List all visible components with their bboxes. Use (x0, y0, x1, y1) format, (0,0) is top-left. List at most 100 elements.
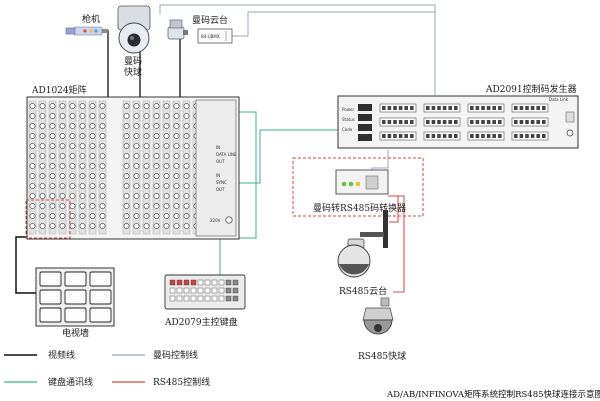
legend: 视频线 曼码控制线 键盘通讯线 RS485控制线 (4, 349, 210, 388)
matrix-port (79, 183, 86, 189)
svg-text:Power: Power (342, 107, 354, 112)
matrix-port (143, 103, 150, 109)
matrix-port (39, 123, 46, 129)
matrix-port (173, 113, 180, 119)
svg-text:B4-UBMX: B4-UBMX (201, 34, 220, 39)
tv-screens (39, 271, 112, 323)
matrix-port (123, 203, 130, 209)
generator-label: AD2091控制码发生器 (485, 83, 577, 95)
matrix-port (79, 193, 86, 199)
matrix-port (153, 223, 160, 229)
matrix-port (49, 223, 56, 229)
matrix-port (183, 193, 190, 199)
matrix-port (59, 203, 66, 209)
matrix-port (79, 163, 86, 169)
matrix-port (29, 173, 36, 179)
matrix-port (133, 223, 140, 229)
matrix-port (143, 133, 150, 139)
matrix-port (99, 153, 106, 159)
matrix-port (153, 173, 160, 179)
matrix-power-switch (225, 216, 233, 224)
matrix-port (59, 213, 66, 219)
matrix-port (39, 133, 46, 139)
matrix-port (183, 173, 190, 179)
matrix-port (89, 133, 96, 139)
code-line-ptz (232, 11, 435, 37)
matrix-port (153, 163, 160, 169)
keyboard-line-generator (234, 129, 340, 184)
matrix-port (39, 143, 46, 149)
matrix-port (133, 183, 140, 189)
matrix-port (99, 163, 106, 169)
tv-screen (39, 307, 62, 323)
matrix-port (163, 223, 170, 229)
matrix-port (99, 133, 106, 139)
matrix-port (153, 213, 160, 219)
matrix-port (69, 183, 76, 189)
matrix-port (69, 123, 76, 129)
converter-label: 曼码转RS485码转换器 (313, 202, 406, 214)
matrix-port (49, 183, 56, 189)
matrix-port (163, 163, 170, 169)
speed-dome-camera-icon (117, 5, 151, 54)
matrix-port (143, 213, 150, 219)
matrix-port (69, 203, 76, 209)
matrix-port (99, 113, 106, 119)
matrix-port (183, 213, 190, 219)
matrix-label: AD1024矩阵 (31, 84, 87, 96)
matrix-port (89, 203, 96, 209)
matrix-port (29, 103, 36, 109)
svg-text:OUT: OUT (216, 187, 225, 192)
matrix-port (153, 123, 160, 129)
matrix-port (163, 153, 170, 159)
matrix-port (59, 123, 66, 129)
matrix-port (133, 163, 140, 169)
matrix-port (49, 103, 56, 109)
matrix-port (29, 113, 36, 119)
matrix-port (89, 153, 96, 159)
matrix-port (79, 133, 86, 139)
matrix-port (39, 213, 46, 219)
matrix-port (29, 133, 36, 139)
matrix-port (89, 183, 96, 189)
matrix-port (123, 163, 130, 169)
svg-text:IN: IN (216, 145, 220, 150)
matrix-port (183, 153, 190, 159)
matrix-port (59, 183, 66, 189)
matrix-port (79, 203, 86, 209)
matrix-port (59, 173, 66, 179)
matrix-port (69, 193, 76, 199)
matrix-port (39, 183, 46, 189)
matrix-port (153, 183, 160, 189)
matrix-port (29, 223, 36, 229)
matrix-video-out-highlight (25, 199, 71, 239)
matrix-port (173, 223, 180, 229)
matrix-port (79, 143, 86, 149)
tv-screen (89, 307, 112, 323)
code-line-generator-dome (159, 4, 436, 95)
matrix-port (163, 183, 170, 189)
matrix-port (29, 213, 36, 219)
matrix-port (89, 213, 96, 219)
matrix-port (123, 143, 130, 149)
svg-text:220V: 220V (210, 218, 221, 223)
gun-camera-icon (65, 26, 108, 36)
matrix-port (99, 193, 106, 199)
matrix-port (183, 203, 190, 209)
rs485-dome-label: RS485快球 (358, 350, 406, 362)
converter-dashed-box (292, 157, 424, 217)
matrix-port (69, 173, 76, 179)
matrix-port (79, 103, 86, 109)
matrix-port (39, 223, 46, 229)
tv-screen (89, 271, 112, 287)
keyboard-keys (169, 279, 239, 302)
matrix-port (69, 163, 76, 169)
matrix-port (79, 213, 86, 219)
tv-screen (89, 289, 112, 305)
matrix-port (173, 123, 180, 129)
matrix-port (143, 203, 150, 209)
ptz-camera-icon (167, 19, 188, 40)
matrix-port (183, 133, 190, 139)
matrix-port (143, 193, 150, 199)
matrix-port (163, 143, 170, 149)
